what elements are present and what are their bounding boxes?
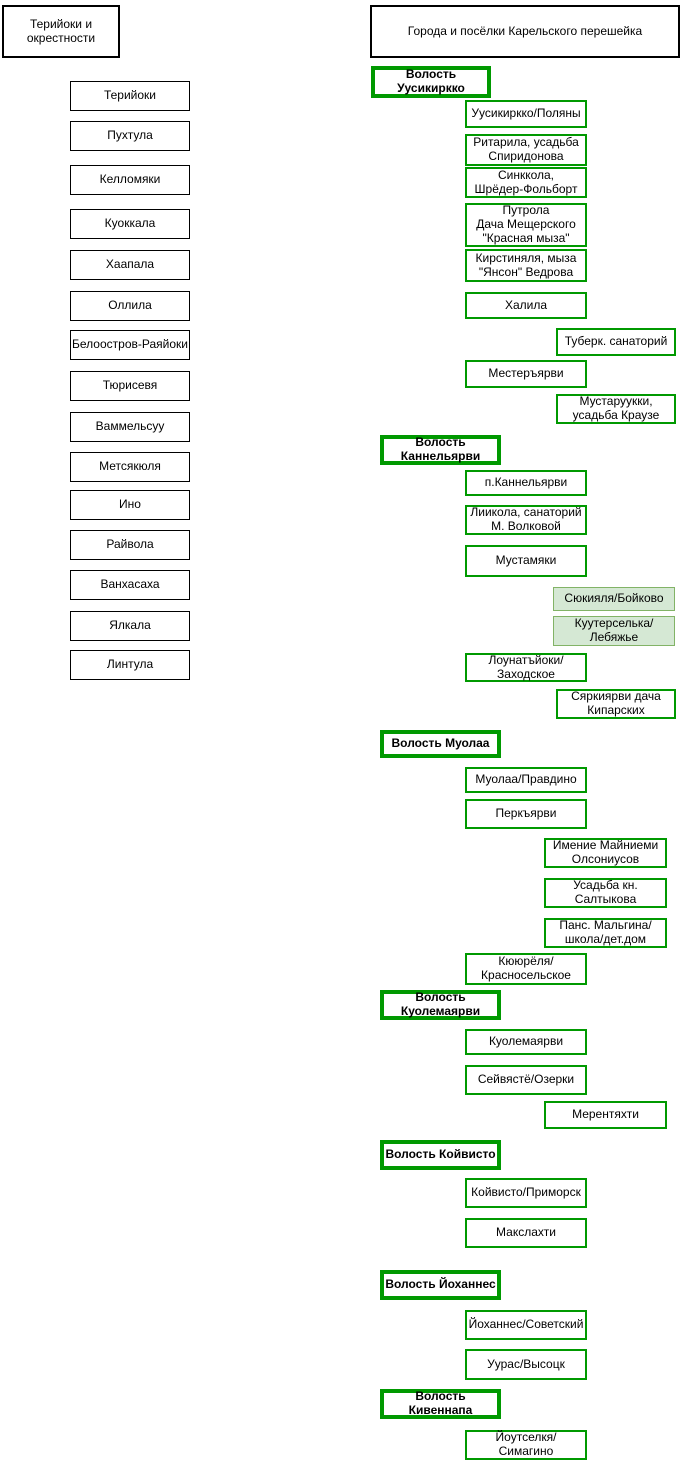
ritarila[interactable]: Ритарила, усадьба Спиридонова	[465, 134, 587, 166]
kuuterselka-lebyazhye[interactable]: Куутерселька/ Лебяжье	[553, 616, 675, 646]
ino[interactable]: Ино	[70, 490, 190, 520]
kuolemayarvi[interactable]: Куолемаярви	[465, 1029, 587, 1055]
liikola[interactable]: Лиикола, санаторий М. Волковой	[465, 505, 587, 535]
terijoki[interactable]: Терийоки	[70, 81, 190, 111]
kellomyaki[interactable]: Келломяки	[70, 165, 190, 195]
youtselkya-simagino[interactable]: Йоутселкя/ Симагино	[465, 1430, 587, 1460]
merentyahti[interactable]: Мерентяхти	[544, 1101, 667, 1129]
volost-muolaa[interactable]: Волость Муолаа	[380, 730, 501, 758]
mustaruukki[interactable]: Мустаруукки, усадьба Краузе	[556, 394, 676, 424]
volost-koivisto[interactable]: Волость Койвисто	[380, 1140, 501, 1170]
saltykova[interactable]: Усадьба кн. Салтыкова	[544, 878, 667, 908]
lintula[interactable]: Линтула	[70, 650, 190, 680]
mesteryarvi[interactable]: Местеръярви	[465, 360, 587, 388]
vanhasaha[interactable]: Ванхасаха	[70, 570, 190, 600]
lounatyoki-zahodskoe[interactable]: Лоунатъйоки/ Заходское	[465, 653, 587, 682]
metsyakyulya[interactable]: Метсякюля	[70, 452, 190, 482]
haapala[interactable]: Хаапала	[70, 250, 190, 280]
halila[interactable]: Халила	[465, 292, 587, 319]
mustamyaki[interactable]: Мустамяки	[465, 545, 587, 577]
muolaa-pravdino[interactable]: Муолаа/Правдино	[465, 767, 587, 793]
mainiemi[interactable]: Имение Майниеми Олсониусов	[544, 838, 667, 868]
kirstinyalya[interactable]: Кирстиняля, мыза "Янсон" Ведрова	[465, 249, 587, 282]
volost-kannelyarvi[interactable]: Волость Каннельярви	[380, 435, 501, 465]
tyurisevya[interactable]: Тюрисевя	[70, 371, 190, 401]
koivisto-primorsk[interactable]: Койвисто/Приморск	[465, 1178, 587, 1208]
kuokkala[interactable]: Куоккала	[70, 209, 190, 239]
malgina[interactable]: Панс. Мальгина/ школа/дет.дом	[544, 918, 667, 948]
uuras-vysotsk[interactable]: Уурас/Высоцк	[465, 1349, 587, 1380]
kannelyarvi[interactable]: п.Каннельярви	[465, 470, 587, 496]
sinkkola[interactable]: Синккола, Шрёдер-Фольборт	[465, 167, 587, 198]
putrola[interactable]: Путрола Дача Мещерского "Красная мыза"	[465, 203, 587, 247]
tuberk-sanatoriy[interactable]: Туберк. санаторий	[556, 328, 676, 356]
kyuyrelya-krasnoselskoe[interactable]: Кююрёля/ Красносельское	[465, 953, 587, 985]
perkyarvi[interactable]: Перкъярви	[465, 799, 587, 829]
makslahti[interactable]: Макслахти	[465, 1218, 587, 1248]
uusikirkko-polyany[interactable]: Уусикиркко/Поляны	[465, 100, 587, 128]
volost-kivennapa[interactable]: Волость Кивеннапа	[380, 1389, 501, 1419]
volost-yohannes[interactable]: Волость Йоханнес	[380, 1270, 501, 1300]
yohannes-sovetskiy[interactable]: Йоханнес/Советский	[465, 1310, 587, 1340]
syarkiyarvi[interactable]: Сяркиярви дача Кипарских	[556, 689, 676, 719]
left-header: Терийоки и окрестности	[2, 5, 120, 58]
syukiyalya-boykovo[interactable]: Сюкияля/Бойково	[553, 587, 675, 611]
puhtula[interactable]: Пухтула	[70, 121, 190, 151]
rayvola[interactable]: Райвола	[70, 530, 190, 560]
vammelsuu[interactable]: Ваммельсуу	[70, 412, 190, 442]
volost-kuolemayarvi[interactable]: Волость Куолемаярви	[380, 990, 501, 1020]
ollila[interactable]: Оллила	[70, 291, 190, 321]
seyvyaste-ozerki[interactable]: Сейвястё/Озерки	[465, 1065, 587, 1095]
yalkala[interactable]: Ялкала	[70, 611, 190, 641]
beloostrov-rayayoki[interactable]: Белоостров-Раяйоки	[70, 330, 190, 360]
right-header: Города и посёлки Карельского перешейка	[370, 5, 680, 58]
volost-uusikirkko[interactable]: Волость Уусикиркко	[371, 66, 491, 98]
